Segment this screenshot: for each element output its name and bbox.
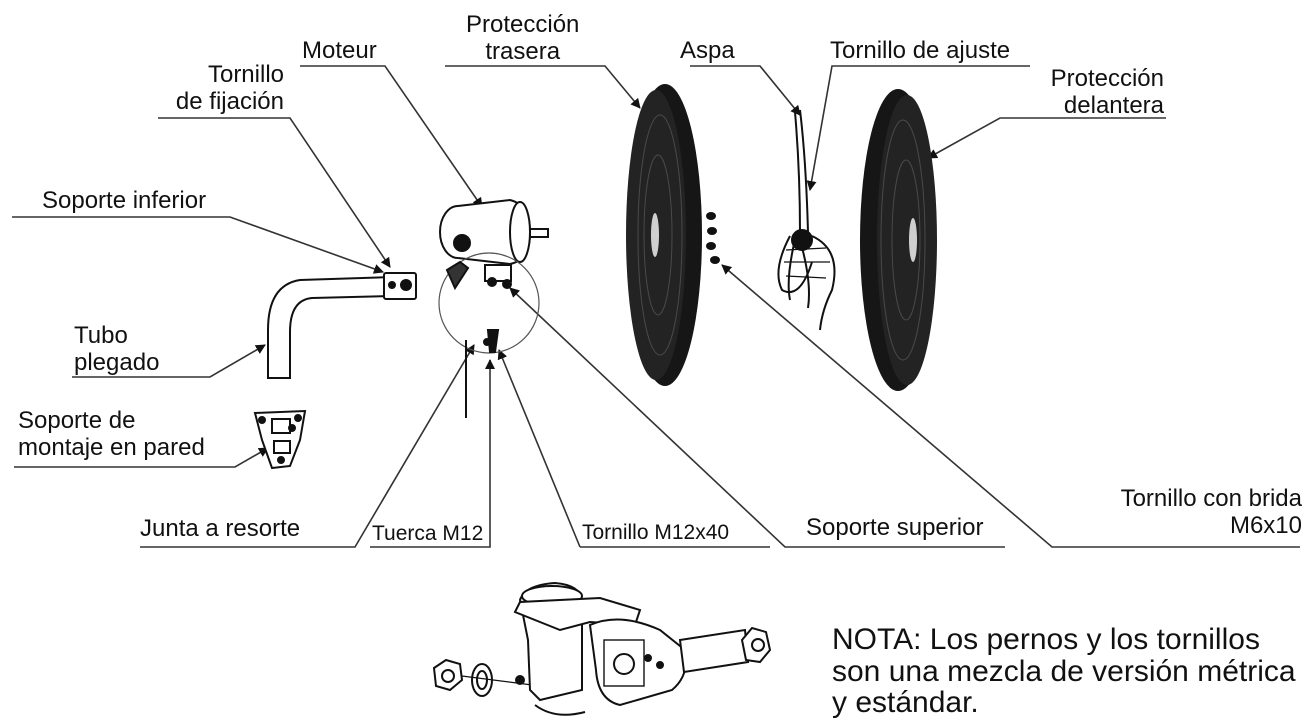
leader-tornillo-brida [721, 264, 1300, 548]
proteccion-trasera-part [626, 84, 702, 386]
tubo-plegado-part [267, 272, 417, 379]
leader-proteccion-trasera [445, 65, 641, 109]
label-tornillo-brida: Tornillo con brida M6x10 [1080, 485, 1302, 540]
leader-tornillo-fijacion [158, 117, 391, 268]
label-tornillo-m12: Tornillo M12x40 [582, 521, 730, 544]
leader-tornillo-m12 [499, 350, 770, 548]
label-proteccion-trasera-line2: trasera [485, 37, 561, 65]
leader-proteccion-delantera [927, 117, 1166, 159]
motor-part [438, 198, 549, 418]
label-soporte-montaje-line2: montaje en pared [18, 433, 205, 461]
label-proteccion-trasera-line1: Protección [466, 11, 580, 38]
label-soporte-superior: Soporte superior [806, 514, 984, 541]
aspa-part [777, 109, 836, 331]
label-aspa: Aspa [680, 37, 735, 64]
leader-aspa [690, 65, 801, 116]
leader-soporte-montaje [14, 447, 269, 468]
note-text: NOTA: Los pernos y los tornillos son una… [832, 624, 1296, 719]
label-proteccion-trasera: Protección trasera [466, 11, 580, 66]
label-soporte-inferior: Soporte inferior [42, 187, 207, 214]
label-tornillo-fijacion-line2: de fijación [175, 87, 284, 115]
leader-tornillo-ajuste [806, 65, 1030, 191]
leader-soporte-inferior [12, 216, 384, 274]
leader-soporte-superior [509, 287, 1005, 548]
label-soporte-montaje-line1: Soporte de [18, 407, 136, 434]
label-tornillo-ajuste: Tornillo de ajuste [830, 37, 1011, 64]
leader-junta-resorte [140, 344, 475, 548]
label-proteccion-delantera: Protección delantera [1006, 65, 1164, 120]
label-proteccion-delantera-line2: delantera [1063, 91, 1164, 119]
leader-tuerca [370, 359, 495, 548]
proteccion-delantera-part [860, 89, 937, 391]
label-soporte-montaje: Soporte de montaje en pared [18, 407, 205, 462]
leader-moteur [300, 65, 483, 208]
label-tubo-plegado-line1: Tubo [74, 322, 128, 349]
label-junta-resorte: Junta a resorte [140, 515, 301, 542]
flange-screws [706, 212, 720, 264]
soporte-montaje-part [253, 409, 307, 470]
label-proteccion-delantera-line1: Protección [1050, 65, 1164, 92]
label-tornillo-fijacion: Tornillo de fijación [160, 61, 284, 116]
label-tornillo-fijacion-line1: Tornillo [207, 61, 284, 88]
detail-assembly [432, 581, 772, 716]
label-tubo-plegado-line2: plegado [74, 348, 160, 376]
leader-tubo-plegado [72, 344, 266, 378]
label-tuerca: Tuerca M12 [372, 522, 484, 545]
label-tornillo-brida-line1: Tornillo con brida [1120, 485, 1302, 512]
label-moteur: Moteur [302, 37, 377, 64]
note-line1: NOTA: Los pernos y los tornillos [832, 623, 1260, 656]
label-tubo-plegado: Tubo plegado [74, 322, 160, 377]
leader-lines [12, 65, 1300, 548]
note-line3: y estándar. [832, 686, 979, 719]
note-line2: son una mezcla de versión métrica [832, 654, 1296, 688]
label-tornillo-brida-line2: M6x10 [1229, 511, 1302, 539]
